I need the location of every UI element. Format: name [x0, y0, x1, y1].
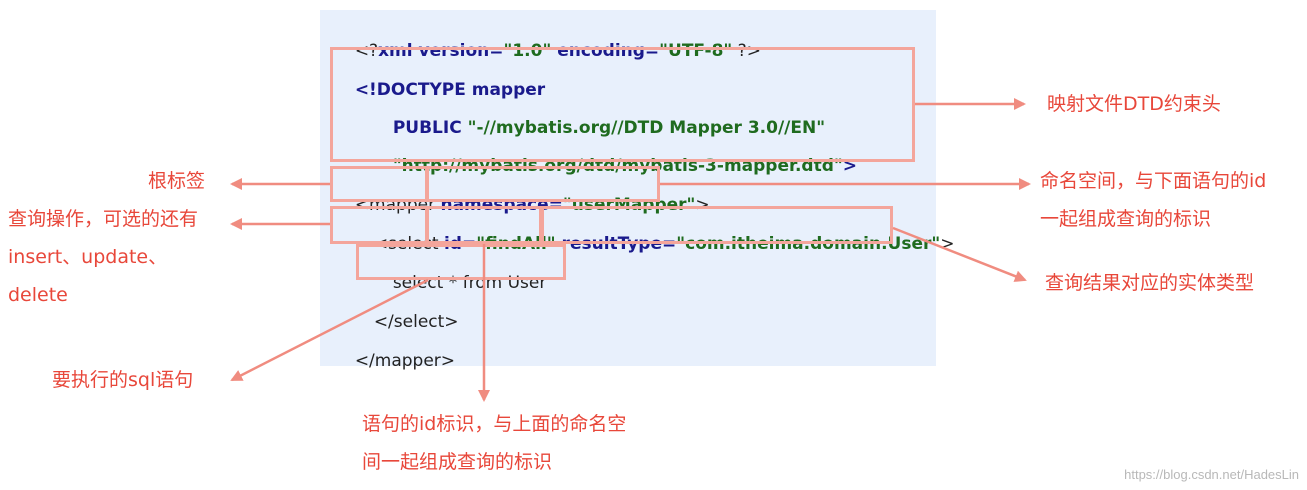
- xml-encoding-keyword: encoding=: [551, 41, 660, 61]
- annotation-root: 根标签: [148, 170, 206, 192]
- annotation-dtd: 映射文件DTD约束头: [1047, 93, 1221, 115]
- doctype-keyword: <!DOCTYPE mapper: [354, 80, 546, 100]
- xml-open: <?: [354, 41, 379, 61]
- result-type-highlight-box: [541, 206, 893, 244]
- public-keyword: PUBLIC: [392, 118, 468, 138]
- annotation-query-line2: insert、update、: [8, 246, 168, 268]
- xml-close: ?>: [732, 41, 761, 61]
- arrow-sql: [230, 278, 429, 382]
- code-line-select-close: </select>: [363, 289, 459, 333]
- sql-highlight-box: [356, 244, 566, 280]
- code-panel: [320, 10, 936, 366]
- namespace-highlight-box: [426, 166, 660, 202]
- annotation-namespace-line2: 一起组成查询的标识: [1040, 208, 1212, 230]
- annotation-query-line3: delete: [8, 284, 68, 306]
- annotation-query-line1: 查询操作，可选的还有: [8, 208, 199, 230]
- annotation-sql: 要执行的sql语句: [52, 369, 194, 391]
- xml-keyword: xml version=: [378, 41, 504, 61]
- arrow-result: [892, 226, 1027, 282]
- annotation-id-line1: 语句的id标识，与上面的命名空: [362, 413, 627, 435]
- watermark: https://blog.csdn.net/HadesLin: [1124, 467, 1299, 482]
- result-type-value: "com.itheima.domain.User": [676, 234, 941, 254]
- public-id-value: "-//mybatis.org//DTD Mapper 3.0//EN": [467, 118, 826, 138]
- doctype-highlight-box: [330, 47, 915, 162]
- id-highlight-box: [426, 206, 542, 244]
- code-line-select-open: <select id="findAll" resultType="com.ith…: [363, 211, 955, 255]
- annotation-id-line2: 间一起组成查询的标识: [362, 451, 553, 473]
- annotation-namespace-line1: 命名空间，与下面语句的id: [1040, 170, 1267, 192]
- select-close-tag: </select>: [373, 312, 459, 332]
- code-line-doctype: <!DOCTYPE mapper: [344, 57, 545, 101]
- mapper-tag-close: >: [695, 195, 710, 215]
- result-type-attr: resultType=: [555, 234, 677, 254]
- code-line-public: PUBLIC "-//mybatis.org//DTD Mapper 3.0//…: [382, 95, 825, 139]
- annotation-result-type: 查询结果对应的实体类型: [1045, 272, 1255, 294]
- xml-encoding-value: "UTF-8": [659, 41, 733, 61]
- xml-version-value: "1.0": [503, 41, 552, 61]
- code-line-xml-decl: <?xml version="1.0" encoding="UTF-8" ?>: [344, 18, 761, 62]
- code-line-mapper-close: </mapper>: [344, 328, 455, 372]
- mapper-close-tag: </mapper>: [354, 351, 456, 371]
